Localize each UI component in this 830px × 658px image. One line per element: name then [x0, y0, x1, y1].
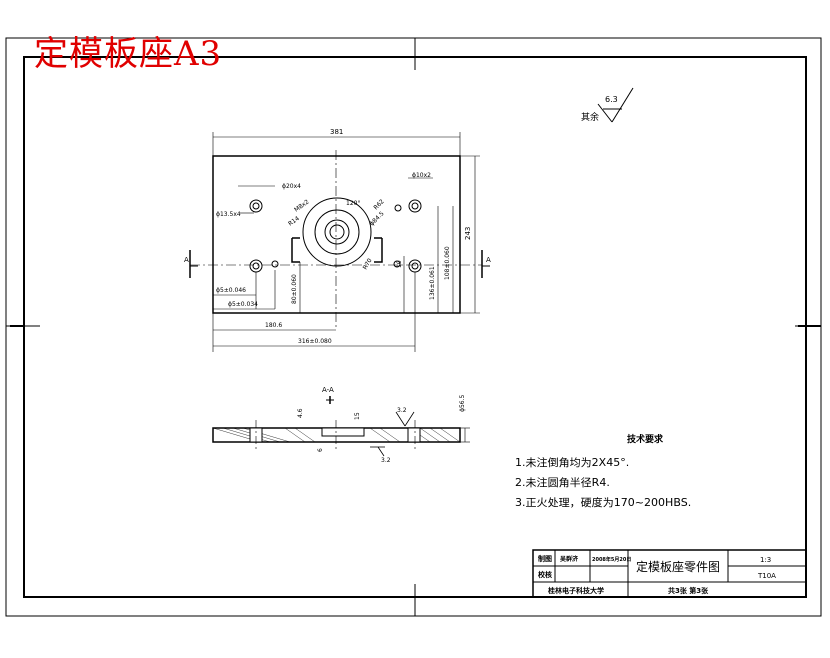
title-block [532, 549, 807, 598]
dim-m8x2: M8x2 [293, 198, 311, 213]
tb-part-name: 定模板座零件图 [636, 559, 720, 574]
sec-dim-15: 15 [354, 412, 361, 420]
sheet-title: 定模板座A3 [34, 34, 223, 74]
roughness-value: 6.3 [605, 95, 618, 104]
tech-req-item-1: 1.未注倒角均为2X45°. [515, 457, 630, 469]
dim-height-total: 243 [464, 227, 472, 240]
tb-date: 2008年5月20日 [592, 556, 631, 563]
tb-scale: 1:3 [760, 556, 771, 564]
dim-136: 136±0.061 [429, 266, 436, 300]
roughness-label: 其余 [581, 111, 599, 123]
roughness-symbol [597, 87, 634, 123]
view-mark-left: A [184, 256, 189, 264]
outer-border [5, 37, 822, 617]
dim-80: 80±0.060 [291, 274, 298, 304]
tb-drawer: 吴群济 [560, 555, 579, 563]
section-view [212, 396, 470, 457]
section-label: A-A [322, 386, 334, 394]
dim-10x2: ϕ10x2 [412, 172, 431, 179]
tb-sheets: 共3张 第3张 [668, 586, 709, 595]
dim-hole-20x4: ϕ20x4 [282, 183, 301, 190]
sec-dim-46: 4.6 [297, 408, 304, 418]
sec-rough-bottom: 3.2 [381, 457, 391, 464]
dim-84-5: ϕ84.5 [368, 210, 385, 227]
tb-material: T10A [757, 572, 776, 580]
dim-hole-135x4: ϕ13.5x4 [216, 211, 241, 218]
dim-65-b: ϕ5±0.034 [228, 301, 258, 308]
dim-180-6: 180.6 [265, 322, 282, 329]
dim-120: 120° [346, 200, 360, 207]
technical-requirements: 技术要求 1.未注倒角均为2X45°. 2.未注圆角半径R4. 3.正火处理，硬… [515, 432, 755, 513]
dim-65-a: ϕ5±0.046 [216, 287, 246, 294]
tech-req-item-2: 2.未注圆角半径R4. [515, 477, 610, 489]
tech-req-title: 技术要求 [626, 435, 663, 445]
tb-role-draw: 制图 [538, 554, 552, 563]
sec-dim-6: 6 [317, 448, 324, 452]
dim-r14: R14 [287, 215, 301, 228]
dim-316: 316±0.080 [298, 338, 332, 345]
dim-width-total: 381 [330, 128, 343, 136]
view-mark-right: A [486, 256, 491, 264]
dim-r70: R70 [362, 257, 374, 271]
tb-school: 桂林电子科技大学 [547, 586, 604, 595]
dim-108: 108±0.060 [444, 246, 451, 280]
tech-req-item-3: 3.正火处理，硬度为170~200HBS. [515, 497, 692, 509]
plate-outline [212, 155, 461, 314]
dim-r62: R62 [372, 198, 385, 211]
tb-role-check: 校核 [538, 570, 552, 579]
dim-10: 10 [396, 260, 403, 268]
sec-rough-top: 3.2 [397, 407, 407, 414]
sec-dim-thick: ϕ56.5 [459, 395, 466, 413]
